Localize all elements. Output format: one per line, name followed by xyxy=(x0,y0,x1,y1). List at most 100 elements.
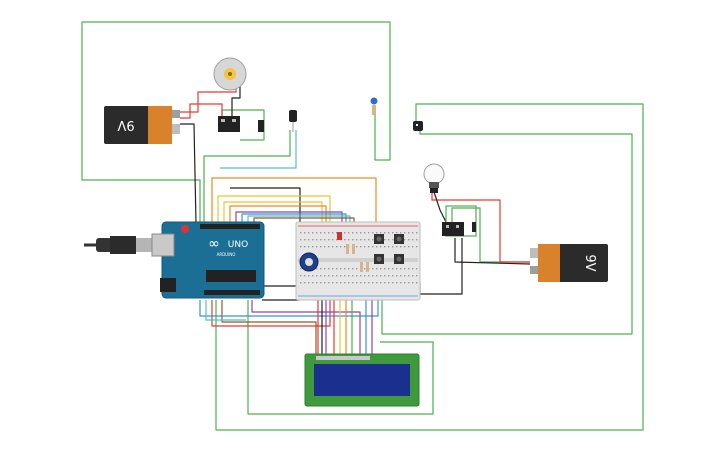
breadboard-hole xyxy=(316,282,318,284)
breadboard-hole xyxy=(324,232,326,234)
breadboard-hole xyxy=(400,268,402,270)
battery-left[interactable]: 9V xyxy=(104,106,180,144)
breadboard-hole xyxy=(344,268,346,270)
breadboard-hole xyxy=(320,282,322,284)
breadboard-hole xyxy=(392,275,394,277)
breadboard-hole xyxy=(368,275,370,277)
breadboard-hole xyxy=(320,232,322,234)
bulb-icon[interactable] xyxy=(423,163,445,193)
breadboard-hole xyxy=(320,239,322,241)
breadboard-hole xyxy=(328,282,330,284)
relay-left[interactable] xyxy=(218,116,264,132)
breadboard-hole xyxy=(396,246,398,248)
breadboard-hole xyxy=(328,246,330,248)
motor-icon[interactable] xyxy=(213,57,247,91)
breadboard-hole xyxy=(408,282,410,284)
breadboard-hole xyxy=(348,282,350,284)
breadboard-hole xyxy=(372,282,374,284)
resistors xyxy=(346,244,369,272)
breadboard-hole xyxy=(360,246,362,248)
small-sensor-right[interactable] xyxy=(413,121,423,131)
breadboard-hole xyxy=(388,282,390,284)
breadboard-hole xyxy=(328,232,330,234)
breadboard-hole xyxy=(336,239,338,241)
breadboard-hole xyxy=(396,275,398,277)
led-icon[interactable] xyxy=(370,97,378,116)
breadboard-hole xyxy=(416,268,418,270)
breadboard-hole xyxy=(320,246,322,248)
potentiometer-icon[interactable] xyxy=(299,252,319,272)
breadboard-hole xyxy=(412,246,414,248)
breadboard-hole xyxy=(352,275,354,277)
arduino-board[interactable]: ∞ UNO ARDUINO xyxy=(151,221,265,299)
breadboard-hole xyxy=(396,282,398,284)
breadboard-hole xyxy=(336,232,338,234)
breadboard-hole xyxy=(324,275,326,277)
transistor-sensor[interactable] xyxy=(289,110,297,132)
breadboard-hole xyxy=(384,282,386,284)
breadboard-led[interactable] xyxy=(337,232,342,240)
breadboard-hole xyxy=(412,239,414,241)
breadboard-hole xyxy=(388,268,390,270)
breadboard-hole xyxy=(312,232,314,234)
breadboard-hole xyxy=(404,232,406,234)
breadboard-hole xyxy=(384,239,386,241)
breadboard-hole xyxy=(340,268,342,270)
breadboard-hole xyxy=(396,268,398,270)
breadboard-hole xyxy=(324,246,326,248)
breadboard-hole xyxy=(344,246,346,248)
breadboard-hole xyxy=(348,275,350,277)
breadboard-hole xyxy=(416,282,418,284)
breadboard-hole xyxy=(392,232,394,234)
breadboard-hole xyxy=(304,232,306,234)
breadboard-hole xyxy=(344,239,346,241)
breadboard-hole xyxy=(408,239,410,241)
breadboard-hole xyxy=(308,232,310,234)
breadboard-hole xyxy=(356,275,358,277)
breadboard-hole xyxy=(376,268,378,270)
pushbutton-icon[interactable] xyxy=(374,234,404,264)
breadboard-hole xyxy=(300,268,302,270)
breadboard-hole xyxy=(392,282,394,284)
breadboard-hole xyxy=(388,246,390,248)
breadboard-hole xyxy=(328,239,330,241)
breadboard-hole xyxy=(332,268,334,270)
breadboard-hole xyxy=(332,232,334,234)
breadboard-hole xyxy=(308,246,310,248)
breadboard-hole xyxy=(316,232,318,234)
relay-right[interactable] xyxy=(442,205,477,237)
breadboard-hole xyxy=(356,246,358,248)
breadboard-hole xyxy=(328,275,330,277)
breadboard-hole xyxy=(380,268,382,270)
breadboard-hole xyxy=(312,282,314,284)
breadboard-hole xyxy=(332,239,334,241)
breadboard-hole xyxy=(300,232,302,234)
battery-right-label: 9V xyxy=(582,254,597,271)
breadboard-hole xyxy=(384,268,386,270)
battery-right[interactable]: 9V xyxy=(530,244,608,282)
breadboard-hole xyxy=(376,246,378,248)
breadboard-hole xyxy=(324,239,326,241)
breadboard-hole xyxy=(324,268,326,270)
breadboard-hole xyxy=(356,268,358,270)
breadboard-hole xyxy=(336,275,338,277)
breadboard-hole xyxy=(416,232,418,234)
breadboard-hole xyxy=(408,232,410,234)
breadboard-hole xyxy=(408,275,410,277)
breadboard-hole xyxy=(388,275,390,277)
breadboard-hole xyxy=(356,232,358,234)
breadboard-hole xyxy=(348,239,350,241)
breadboard-hole xyxy=(364,246,366,248)
breadboard-hole xyxy=(300,275,302,277)
breadboard[interactable] xyxy=(295,221,421,301)
breadboard-hole xyxy=(352,232,354,234)
breadboard-hole xyxy=(360,232,362,234)
usb-plug-icon xyxy=(84,236,152,254)
lcd-display[interactable] xyxy=(304,353,420,407)
breadboard-hole xyxy=(412,268,414,270)
breadboard-hole xyxy=(408,246,410,248)
breadboard-hole xyxy=(360,239,362,241)
breadboard-hole xyxy=(328,268,330,270)
breadboard-hole xyxy=(376,282,378,284)
breadboard-hole xyxy=(304,239,306,241)
